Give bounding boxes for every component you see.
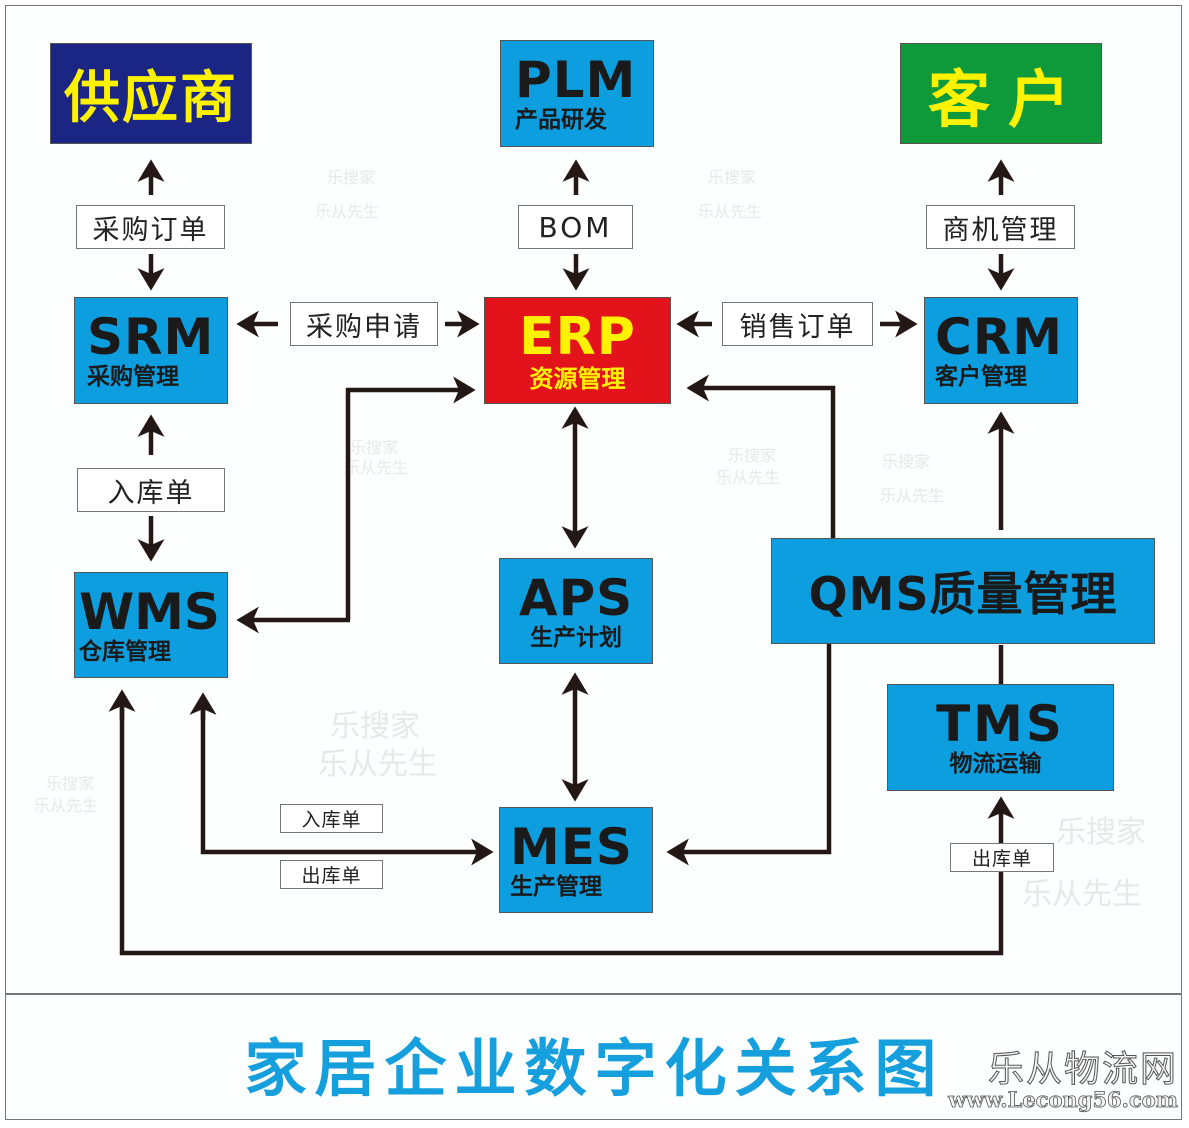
node-srm: SRM 采购管理 [74,297,228,404]
node-srm-abbr: SRM [87,308,215,366]
node-supplier: 供应商 [50,43,252,144]
node-supplier-label: 供应商 [64,66,238,131]
node-wms-sub: 仓库管理 [79,638,171,665]
logo-name: 乐从物流网 [987,1049,1178,1090]
watermark: 乐搜家乐从先生 [318,709,438,782]
arrow-to-erp-from-qms [686,374,836,540]
node-crm: CRM 客户管理 [924,297,1078,404]
node-aps-sub: 生产计划 [530,624,622,651]
node-tms-sub: 物流运输 [949,751,1042,777]
watermark: 乐搜家乐从先生 [315,168,380,221]
node-crm-sub: 客户管理 [935,364,1027,390]
node-erp-sub: 资源管理 [529,364,626,393]
edge-label-mes-wms-in: 入库单 [280,804,383,833]
node-mes: MES 生产管理 [499,807,653,913]
node-mes-sub: 生产管理 [510,873,602,900]
node-mes-abbr: MES [510,817,633,876]
site-logo: 乐从物流网 www.Lecong56.com [928,1049,1179,1112]
title-divider [5,993,1182,995]
watermark: 乐搜家乐从先生 [880,452,945,505]
node-aps-abbr: APS [518,568,634,627]
node-erp: ERP 资源管理 [484,297,671,404]
edge-label-srm-supplier: 采购订单 [76,205,225,249]
node-qms: QMS质量管理 [771,538,1155,644]
node-tms: TMS 物流运输 [887,684,1114,791]
edge-label-erp-plm: BOM [518,205,633,249]
watermark: 乐搜家乐从先生 [34,774,99,815]
watermark: 乐搜家乐从先生 [344,438,409,477]
node-tms-abbr: TMS [936,695,1065,753]
node-qms-label: QMS质量管理 [808,567,1118,621]
watermark: 乐搜家乐从先生 [1022,815,1146,912]
node-wms-abbr: WMS [79,582,220,641]
edge-label-wms-srm: 入库单 [77,468,225,512]
edge-label-wms-tms: 出库单 [950,843,1054,872]
arrow-to-mes-from-wms [200,700,494,866]
watermark: 乐搜家乐从先生 [698,168,763,221]
edge-label-erp-crm: 销售订单 [722,302,873,346]
node-plm-sub: 产品研发 [515,107,607,133]
edge-label-crm-customer: 商机管理 [926,205,1075,249]
arrow-to-mes-from-qms [666,644,832,866]
watermark: 乐搜家乐从先生 [716,446,781,487]
node-aps: APS 生产计划 [499,558,653,664]
arrow-to-tms-from-wms [119,700,1015,956]
page-title: 家居企业数字化关系图 [244,1032,945,1105]
node-customer-label: 客户 [927,62,1088,136]
node-plm: PLM 产品研发 [500,40,654,147]
node-customer: 客户 [900,43,1102,144]
edge-label-erp-srm: 采购申请 [290,302,438,346]
logo-url: www.Lecong56.com [948,1087,1179,1112]
node-plm-abbr: PLM [515,51,637,109]
edge-label-mes-wms-out: 出库单 [280,860,383,889]
arrow-to-erp-from-wms [345,376,476,620]
node-crm-abbr: CRM [935,308,1063,366]
node-wms: WMS 仓库管理 [74,572,228,678]
node-srm-sub: 采购管理 [87,364,179,390]
node-erp-abbr: ERP [519,306,636,367]
